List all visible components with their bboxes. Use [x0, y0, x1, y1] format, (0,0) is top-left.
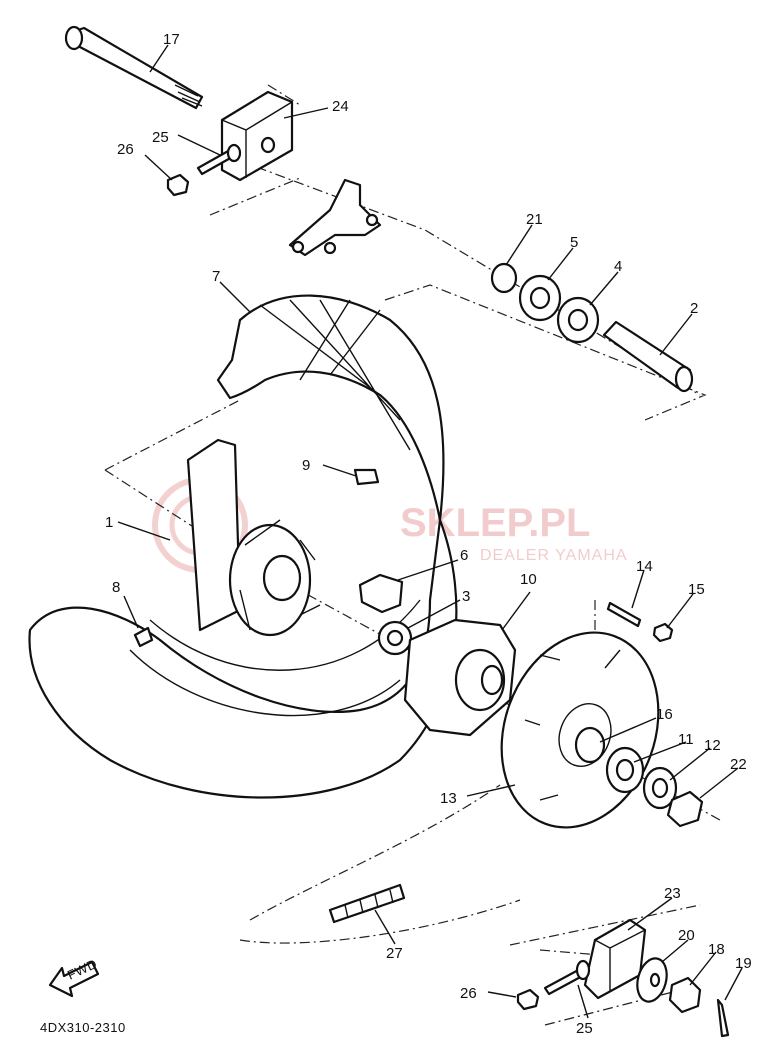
sprocket-bearing-set: [605, 746, 704, 828]
callout-9: 9: [302, 457, 310, 474]
callout-3: 3: [462, 588, 470, 605]
callout-19: 19: [735, 955, 752, 972]
callout-14: 14: [636, 558, 653, 575]
callout-5: 5: [570, 234, 578, 251]
callout-8: 8: [112, 579, 120, 596]
drive-chain: [239, 784, 521, 944]
callout-2: 2: [690, 300, 698, 317]
wheel-rim: [28, 438, 458, 799]
valve: [133, 626, 154, 648]
callout-20: 20: [678, 927, 695, 944]
callout-26-bottom: 26: [460, 985, 477, 1002]
leader-lines: [117, 44, 743, 1019]
adjusting-bolt-bottom: [543, 959, 591, 996]
callout-1: 1: [105, 514, 113, 531]
callout-17: 17: [163, 31, 180, 48]
nut-bottom: [516, 988, 540, 1011]
axle-nut-set: [636, 957, 730, 1038]
callout-12: 12: [704, 737, 721, 754]
callout-25-bottom: 25: [576, 1020, 593, 1037]
hub-damper: [358, 573, 404, 614]
watermark-main-text: SKLEP.PL: [400, 501, 590, 545]
callout-6: 6: [460, 547, 468, 564]
chain-puller-top: [220, 90, 294, 182]
drawing-code: 4DX310-2310: [40, 1020, 126, 1035]
callout-26-top: 26: [117, 141, 134, 158]
adjusting-bolt-top: [196, 143, 242, 176]
callout-22: 22: [730, 756, 747, 773]
callout-24: 24: [332, 98, 349, 115]
chain-puller-bottom: [583, 918, 647, 1000]
axle-part: [64, 25, 204, 110]
axle-hardware: [490, 262, 694, 393]
callout-25-top: 25: [152, 129, 169, 146]
callout-16: 16: [656, 706, 673, 723]
callout-15: 15: [688, 581, 705, 598]
callout-11: 11: [678, 731, 694, 748]
callout-4: 4: [614, 258, 622, 275]
callout-23: 23: [664, 885, 681, 902]
sprocket-bolt-nut: [606, 601, 674, 643]
callout-10: 10: [520, 571, 537, 588]
tire-segment: [216, 294, 445, 522]
sprocket-hub: [403, 618, 517, 737]
callout-7: 7: [212, 268, 220, 285]
wheel-bearing: [377, 620, 413, 656]
callout-27: 27: [386, 945, 403, 962]
callout-21: 21: [526, 211, 543, 228]
callout-labels: 17 24 25 26 21 5 4 2 7 9 1 6 8 3 10 14 1…: [105, 31, 752, 1037]
callout-18: 18: [708, 941, 725, 958]
nut-top: [166, 173, 190, 197]
brake-bracket: [288, 178, 382, 257]
watermark-sub-text: DEALER YAMAHA: [480, 547, 628, 564]
wheel-plug: [353, 468, 380, 486]
forward-arrow-icon: FWD: [48, 956, 99, 998]
callout-13: 13: [440, 790, 457, 807]
